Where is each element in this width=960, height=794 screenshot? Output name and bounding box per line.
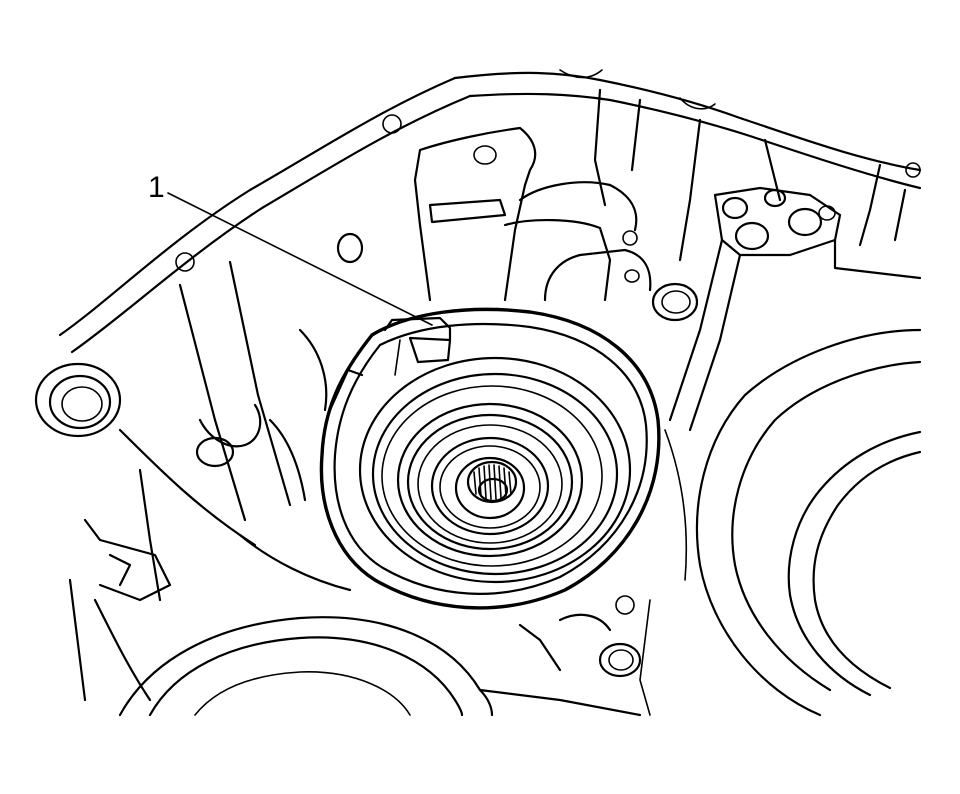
flange-bolt-hole: [905, 162, 921, 178]
flange-bolt-hole: [382, 114, 402, 134]
clutch-drum-assembly: [319, 307, 661, 610]
right-bracket-arm: [668, 186, 922, 432]
callout-leader-line: [167, 192, 433, 326]
lower-left-bore: [118, 616, 494, 717]
callout-1: 1: [148, 171, 433, 326]
upper-tower: [413, 88, 907, 322]
left-plug-boss: [34, 362, 122, 438]
lower-center-ribs: [478, 595, 642, 717]
flange-bolt-hole: [175, 252, 195, 272]
right-bore: [639, 328, 922, 717]
left-case-ribs: [68, 232, 364, 702]
case-flange-outline: [58, 69, 922, 354]
needle-bearing: [473, 464, 512, 500]
callout-label: 1: [148, 171, 165, 204]
